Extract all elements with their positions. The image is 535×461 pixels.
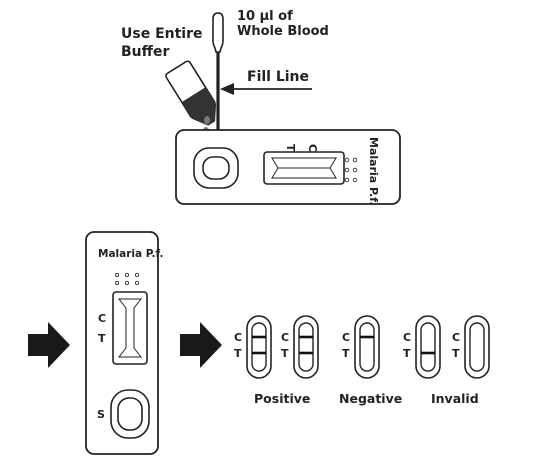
step-arrow-1 <box>28 322 70 368</box>
cassette-top-t-label: T <box>284 144 297 152</box>
strip-c-label: C <box>342 331 350 344</box>
cassette-top-c-label: C <box>306 144 319 152</box>
result-strip-invalid-2: CT <box>452 315 490 379</box>
strip-t-label: T <box>234 347 242 360</box>
test-cassette-vertical <box>85 231 159 455</box>
dropper <box>212 12 224 130</box>
fill-line-label: Fill Line <box>247 69 309 85</box>
cassette-vertical-title: Malaria P.f. <box>98 248 163 260</box>
strip-c-label: C <box>452 331 460 344</box>
strip-c-label: C <box>281 331 289 344</box>
cassette-vertical-t-label: T <box>98 332 106 345</box>
result-label-positive: Positive <box>254 391 310 406</box>
strip-t-label: T <box>281 347 289 360</box>
buffer-label-line1: Use Entire <box>121 26 203 42</box>
strip-c-label: C <box>403 331 411 344</box>
buffer-label-line2: Buffer <box>121 44 169 60</box>
result-strip-negative-1: CT <box>342 315 380 379</box>
result-label-negative: Negative <box>339 391 402 406</box>
result-strip-positive-1: CT <box>234 315 272 379</box>
cassette-vertical-s-label: S <box>97 408 105 421</box>
result-strip-invalid-1: CT <box>403 315 441 379</box>
blood-amount-label: 10 µl of <box>237 9 293 24</box>
blood-type-label: Whole Blood <box>237 24 329 39</box>
step-arrow-2 <box>180 322 222 368</box>
strip-t-label: T <box>342 347 350 360</box>
cassette-top-title: Malaria P.f. <box>367 137 380 206</box>
result-label-invalid: Invalid <box>431 391 479 406</box>
strip-t-label: T <box>452 347 460 360</box>
fill-line-arrow <box>220 83 312 95</box>
buffer-bottle <box>165 60 217 126</box>
strip-t-label: T <box>403 347 411 360</box>
strip-c-label: C <box>234 331 242 344</box>
test-cassette-horizontal <box>175 129 401 205</box>
cassette-vertical-c-label: C <box>98 312 106 325</box>
result-strip-positive-2: CT <box>281 315 319 379</box>
